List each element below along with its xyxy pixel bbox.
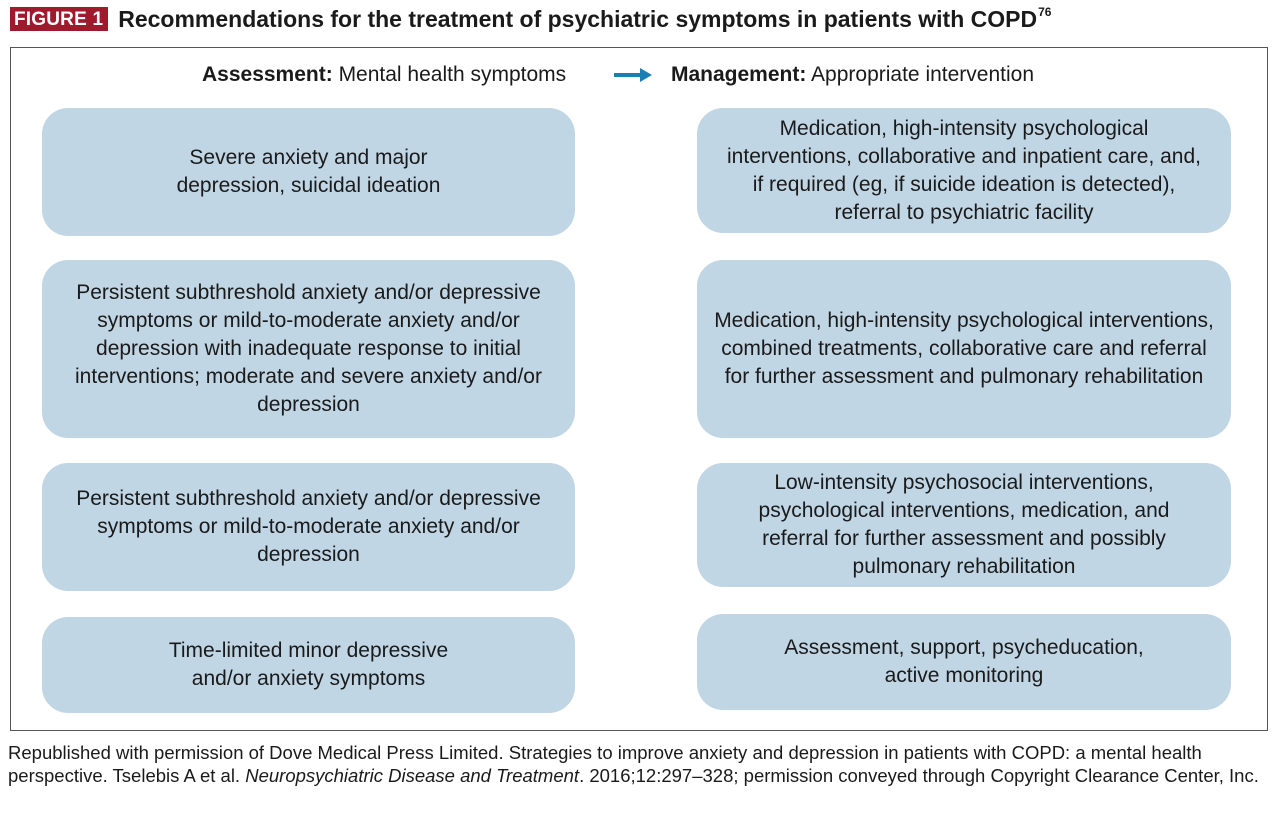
right-arrow-icon	[614, 68, 652, 82]
management-box-3-text: Low-intensity psychosocial interventions…	[758, 471, 1170, 578]
assessment-box-2-text: Persistent subthreshold anxiety and/or d…	[75, 281, 542, 416]
assessment-header-bold: Assessment:	[202, 63, 333, 86]
source-credit: Republished with permission of Dove Medi…	[8, 741, 1268, 787]
figure-label-badge: FIGURE 1	[10, 7, 109, 31]
credit-text-post: . 2016;12:297–328; permission conveyed t…	[579, 765, 1259, 786]
management-box-3: Low-intensity psychosocial interventions…	[697, 463, 1231, 587]
management-column-header: Management: Appropriate intervention	[671, 62, 1034, 88]
figure-title: Recommendations for the treatment of psy…	[118, 5, 1051, 33]
assessment-box-3: Persistent subthreshold anxiety and/or d…	[42, 463, 575, 591]
management-header-bold: Management:	[671, 63, 807, 86]
management-header-text: Appropriate intervention	[806, 63, 1035, 86]
assessment-box-1: Severe anxiety and major depression, sui…	[42, 108, 575, 236]
credit-text-pre: Republished with permission of Dove Medi…	[8, 742, 1202, 786]
diagram-frame	[10, 47, 1268, 731]
assessment-header-text: Mental health symptoms	[332, 63, 567, 86]
assessment-box-1-text: Severe anxiety and major depression, sui…	[176, 146, 441, 197]
figure-title-reference: 76	[1038, 5, 1052, 19]
management-box-2: Medication, high-intensity psychological…	[697, 260, 1231, 438]
assessment-box-4-text: Time-limited minor depressive and/or anx…	[168, 639, 449, 690]
assessment-box-4: Time-limited minor depressive and/or anx…	[42, 617, 575, 713]
assessment-column-header: Assessment: Mental health symptoms	[202, 62, 566, 88]
figure-header: FIGURE 1 Recommendations for the treatme…	[10, 5, 1051, 33]
management-box-1: Medication, high-intensity psychological…	[697, 108, 1231, 233]
management-box-1-text: Medication, high-intensity psychological…	[727, 116, 1201, 224]
management-box-4: Assessment, support, psycheducation, act…	[697, 614, 1231, 710]
credit-journal: Neuropsychiatric Disease and Treatment	[245, 765, 580, 786]
management-box-4-text: Assessment, support, psycheducation, act…	[784, 636, 1144, 687]
assessment-box-2: Persistent subthreshold anxiety and/or d…	[42, 260, 575, 438]
figure-title-text: Recommendations for the treatment of psy…	[118, 6, 1038, 32]
management-box-2-text: Medication, high-intensity psychological…	[714, 309, 1214, 388]
assessment-box-3-text: Persistent subthreshold anxiety and/or d…	[76, 487, 541, 566]
